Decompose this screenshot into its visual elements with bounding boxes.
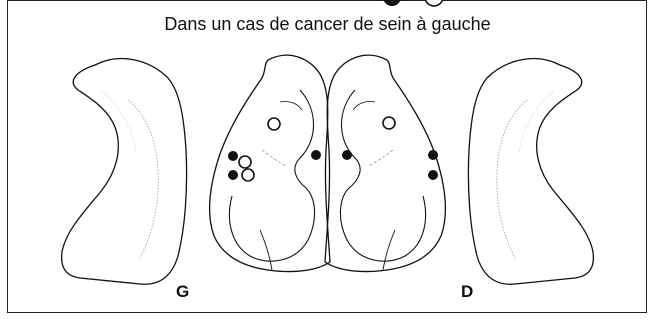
right-breast-outline <box>325 55 445 271</box>
open-node-marker <box>383 117 395 129</box>
right-lateral-breast-outline <box>468 59 593 285</box>
left-side-label: G <box>176 282 189 302</box>
left-breast-outline <box>210 55 330 271</box>
filled-node-marker <box>228 151 238 161</box>
diagram-title: Dans un cas de cancer de sein à gauche <box>0 14 655 35</box>
filled-node-marker <box>311 150 321 160</box>
filled-node-marker <box>428 150 438 160</box>
filled-node-marker <box>342 150 352 160</box>
filled-node-marker <box>228 170 238 180</box>
open-node-marker <box>268 118 280 130</box>
legend-marks-cropped <box>383 0 443 6</box>
left-lateral-breast-outline <box>62 59 187 285</box>
filled-dot-icon <box>383 0 401 6</box>
filled-node-marker <box>428 170 438 180</box>
open-dot-icon <box>425 0 443 6</box>
right-breast-node-markers <box>342 117 438 180</box>
right-side-label: D <box>461 282 473 302</box>
open-node-marker <box>239 156 251 168</box>
open-node-marker <box>242 169 254 181</box>
